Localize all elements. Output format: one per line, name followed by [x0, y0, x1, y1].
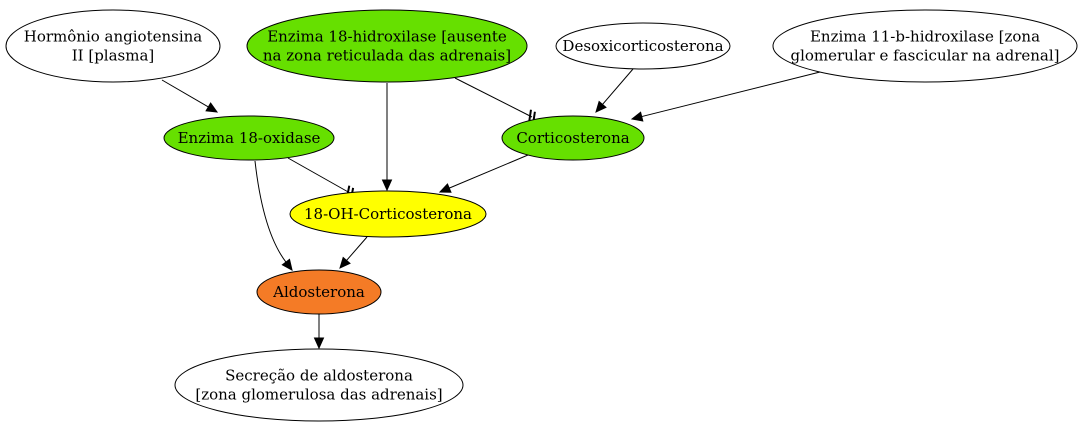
node-desoxicorticosterona: Desoxicorticosterona: [555, 22, 731, 70]
node-corticosterona: Corticosterona: [501, 115, 645, 161]
node-label: Enzima 11-b-hidroxilase [zona: [810, 28, 1040, 46]
arrowhead: [339, 256, 351, 269]
node-oh_corticosterona: 18-OH-Corticosterona: [289, 190, 487, 238]
node-oxidase18: Enzima 18-oxidase: [163, 115, 335, 161]
edges-layer: [161, 68, 821, 350]
edge-line: [641, 71, 821, 118]
edge-line: [287, 157, 351, 194]
edge-corticosterona-to-oh_corticosterona: [438, 154, 529, 193]
node-label: Secreção de aldosterona: [225, 367, 413, 385]
node-label: glomerular e fascicular na adrenal]: [790, 47, 1059, 65]
edge-line: [449, 154, 529, 189]
node-ellipse: [5, 9, 221, 83]
node-label: Hormônio angiotensina: [24, 28, 203, 46]
node-ellipse: [289, 190, 487, 238]
node-label: Aldosterona: [272, 283, 365, 301]
edge-angiotensin-to-oxidase18: [161, 79, 219, 113]
edge-line: [161, 79, 209, 108]
arrowhead: [438, 183, 452, 193]
node-label: Enzima 18-oxidase: [178, 129, 321, 147]
node-ellipse: [163, 115, 335, 161]
edge-line: [602, 68, 634, 105]
node-ellipse: [772, 9, 1078, 83]
node-hydroxylase11b: Enzima 11-b-hidroxilase [zonaglomerular …: [772, 9, 1078, 83]
node-ellipse: [174, 348, 464, 422]
edge-hydroxylase11b-to-corticosterona: [630, 71, 821, 122]
arrowhead: [281, 258, 293, 271]
edge-line: [346, 236, 368, 261]
edge-desoxicorticosterona-to-corticosterona: [595, 68, 634, 113]
node-label: Corticosterona: [516, 129, 629, 147]
node-label: II [plasma]: [72, 47, 155, 65]
edge-line: [454, 77, 533, 118]
node-label: na zona reticulada das adrenais]: [263, 47, 511, 65]
edge-line: [254, 160, 287, 263]
arrowhead: [313, 337, 325, 350]
node-label: Desoxicorticosterona: [562, 37, 723, 55]
edge-aldosterona-to-secrecao: [313, 314, 325, 350]
node-ellipse: [555, 22, 731, 70]
arrowhead: [595, 100, 607, 113]
arrowhead: [205, 102, 219, 113]
node-label: [zona glomerulosa das adrenais]: [195, 386, 442, 404]
node-ellipse: [501, 115, 645, 161]
edge-hydroxylase18-to-corticosterona: [454, 77, 536, 125]
node-aldosterona: Aldosterona: [256, 269, 382, 315]
node-ellipse: [246, 9, 528, 83]
edge-oxidase18-to-aldosterona: [254, 160, 293, 271]
arrowhead: [630, 111, 644, 122]
edge-oh_corticosterona-to-aldosterona: [339, 236, 368, 269]
edge-hydroxylase18-to-oh_corticosterona: [381, 83, 393, 192]
node-secrecao: Secreção de aldosterona[zona glomerulosa…: [174, 348, 464, 422]
node-label: 18-OH-Corticosterona: [304, 205, 472, 223]
node-ellipse: [256, 269, 382, 315]
arrowhead: [381, 179, 393, 192]
node-label: Enzima 18-hidroxilase [ausente: [267, 28, 507, 46]
